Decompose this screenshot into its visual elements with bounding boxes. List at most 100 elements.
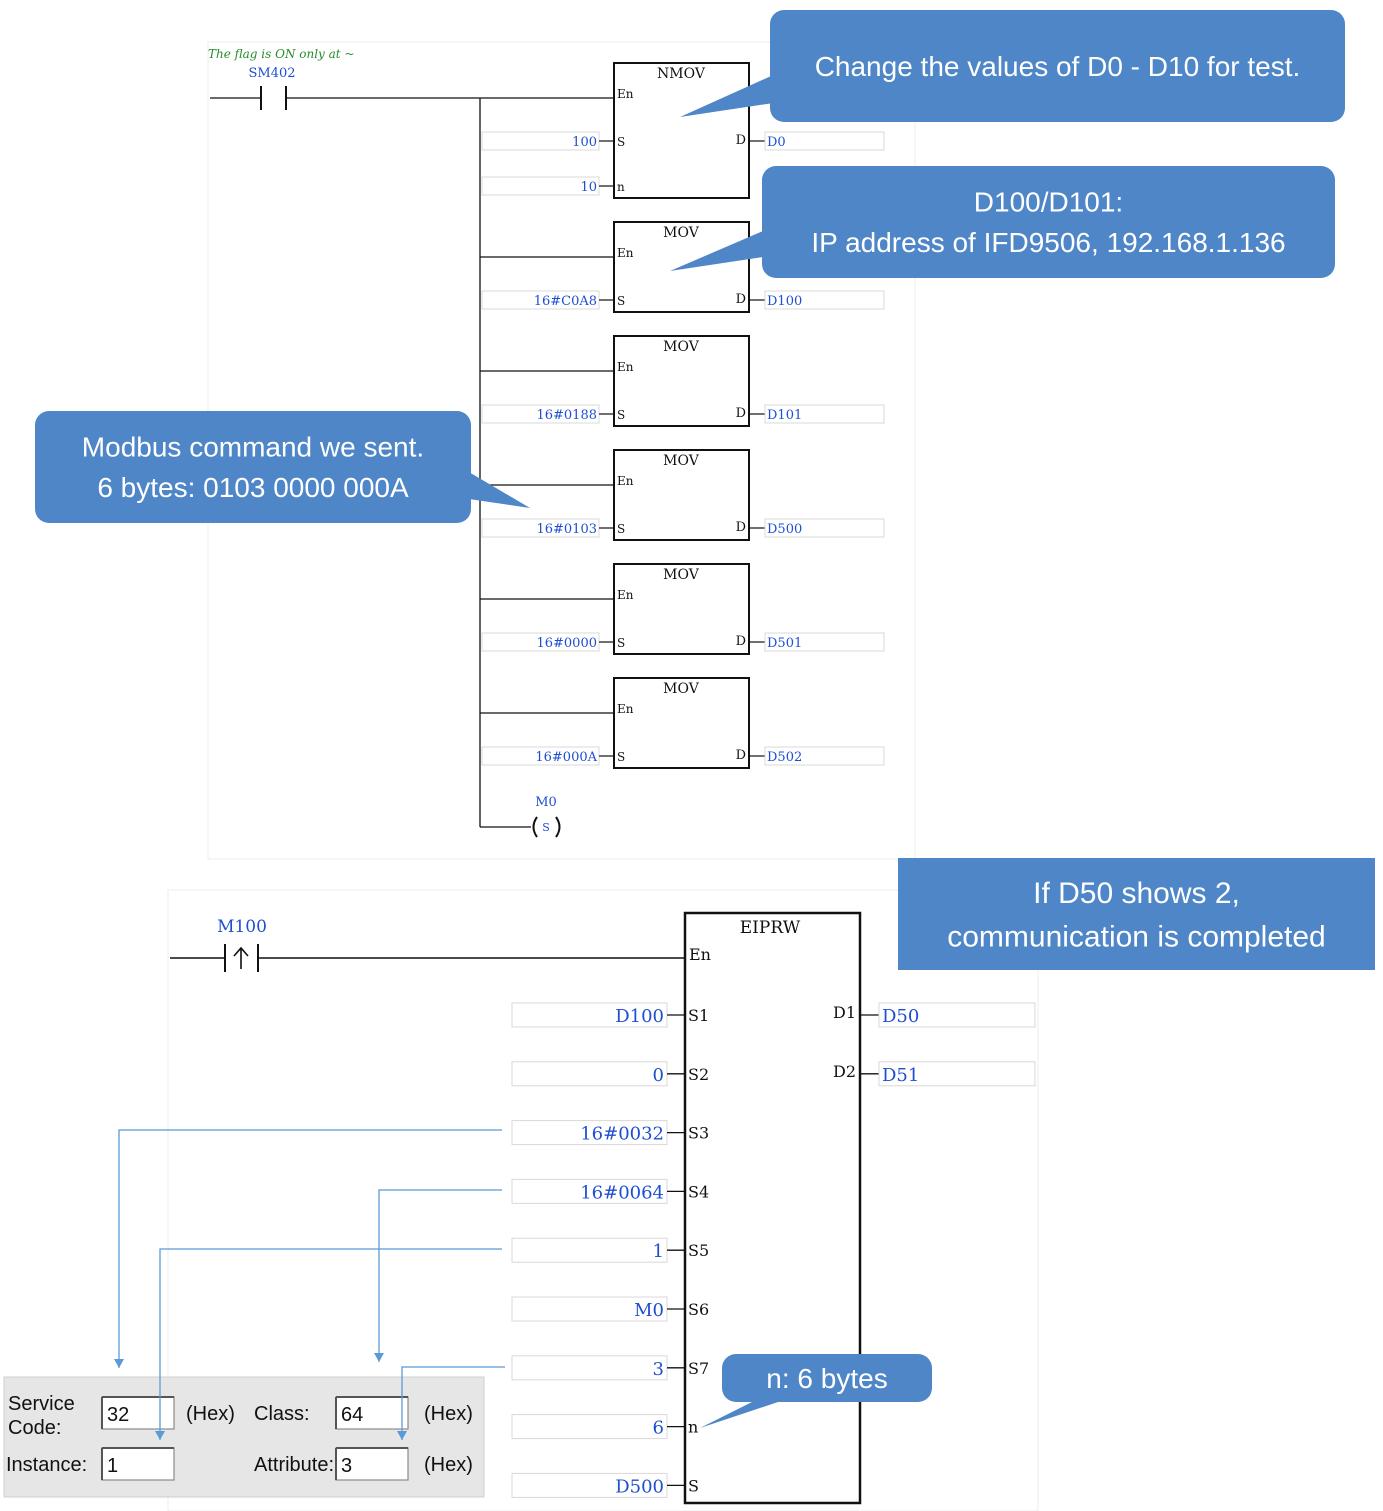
input-operand-value: 0 (653, 1065, 664, 1086)
hex-unit-label: (Hex) (186, 1403, 235, 1425)
eiprw-input-s3 (511, 1120, 685, 1146)
callout-modbus-command-box (35, 411, 471, 523)
enable-pin-label: En (617, 474, 634, 488)
source-pin-label: S (617, 636, 625, 650)
source-pin-label: S (617, 135, 625, 149)
service-code-field-box (101, 1396, 175, 1430)
output-operand-value: D50 (882, 1006, 919, 1027)
function-block-mov (480, 449, 885, 541)
function-block-mov (480, 335, 885, 427)
coil-left-paren (532, 816, 538, 838)
service-code-field-value: 32 (107, 1404, 129, 1426)
attribute-field-box (335, 1447, 409, 1481)
eiprw-block-box (683, 911, 862, 1505)
function-block-box (613, 335, 750, 427)
service-code-label-line2: Code: (8, 1417, 61, 1439)
eiprw-block-name: EIPRW (740, 918, 801, 938)
callout-modbus-command-text: Modbus command we sent. (82, 432, 424, 463)
function-block-mov (480, 677, 885, 769)
function-block-box (613, 62, 750, 199)
function-block-name: MOV (663, 567, 700, 583)
callout-n-bytes: n: 6 bytes (700, 1354, 932, 1428)
enable-pin-label: En (617, 702, 634, 716)
arrow-s5-to-instance (159, 1248, 502, 1440)
eiprw-output-d2 (860, 1061, 1036, 1087)
callout-n-bytes-box (722, 1354, 932, 1402)
dest-operand-field (764, 404, 885, 424)
source-pin-label: S (617, 750, 625, 764)
source-pin-label: S (617, 408, 625, 422)
enable-pin-label: En (617, 246, 634, 260)
function-block-box (613, 449, 750, 541)
source-operand-value: 16#0103 (536, 522, 597, 537)
input-operand-value: D500 (615, 1476, 664, 1497)
input-pin-label: S4 (688, 1182, 709, 1201)
eiprw-input-s (511, 1472, 685, 1498)
dest-operand-value: D0 (767, 135, 786, 150)
input-operand-field (511, 1002, 668, 1028)
output-operand-value: D51 (882, 1065, 919, 1086)
service-code-label-line1: Service (8, 1393, 75, 1415)
eiprw-output-d1 (860, 1002, 1036, 1028)
hex-unit-label: (Hex) (424, 1403, 473, 1425)
callout-ip-address: D100/D101: IP address of IFD9506, 192.168… (670, 166, 1335, 278)
arrow-s4-to-class-head (374, 1353, 384, 1362)
source-operand-value: 16#C0A8 (534, 294, 597, 309)
input-operand-value: D100 (615, 1006, 664, 1027)
arrow-s5-to-instance-head (155, 1431, 165, 1440)
source-operand-value: 16#0188 (536, 408, 597, 423)
dest-operand-value: D501 (767, 636, 802, 651)
callout-ip-address-text: IP address of IFD9506, 192.168.1.136 (811, 227, 1285, 258)
input-operand-value: M0 (634, 1300, 664, 1321)
dest-operand-field (764, 746, 885, 766)
arrow-s3-to-service-code-head (114, 1359, 124, 1368)
output-pin-label: D2 (833, 1062, 856, 1081)
function-block-name: MOV (663, 453, 700, 469)
output-operand-field (878, 1061, 1036, 1087)
input-pin-label: S6 (688, 1300, 709, 1319)
callout-communication-completed-text: If D50 shows 2, (1033, 877, 1240, 910)
function-block-box (613, 677, 750, 769)
eiprw-input-s7 (511, 1355, 685, 1381)
source-pin-label: n (617, 180, 625, 194)
instance-field-value: 1 (107, 1455, 118, 1477)
input-pin-label: S (688, 1476, 699, 1495)
dest-operand-value: D502 (767, 750, 802, 765)
callout-modbus-command-text: 6 bytes: 0103 0000 000A (97, 472, 409, 503)
attribute-field[interactable]: 3 (335, 1447, 409, 1481)
dest-operand-value: D101 (767, 408, 802, 423)
input-pin-label: S1 (688, 1006, 709, 1025)
dest-operand-field (764, 290, 885, 310)
coil-right-paren (555, 816, 561, 838)
arrow-s3-to-service-code (118, 1129, 502, 1368)
m0-coil-label: M0 (535, 795, 557, 810)
attribute-field-value: 3 (341, 1455, 352, 1477)
function-block-name: MOV (663, 681, 700, 697)
dest-operand-field (764, 131, 885, 151)
callout-communication-completed-text: communication is completed (947, 920, 1326, 953)
input-pin-label: S3 (688, 1124, 709, 1143)
dest-operand-value: D100 (767, 294, 802, 309)
source-pin-label: S (617, 294, 625, 308)
hex-unit-label: (Hex) (424, 1454, 473, 1476)
dest-pin-label: D (736, 292, 746, 307)
input-operand-value: 16#0064 (580, 1182, 664, 1203)
callout-n-bytes-tail (700, 1398, 790, 1428)
input-operand-field (511, 1120, 668, 1146)
input-pin-label: S2 (688, 1065, 709, 1084)
callout-ip-address-text: D100/D101: (974, 187, 1123, 218)
eiprw-input-n (511, 1414, 685, 1440)
dest-operand-value: D500 (767, 522, 802, 537)
callout-modbus-command-tail (462, 468, 530, 508)
input-operand-field (511, 1355, 668, 1381)
instance-field[interactable]: 1 (101, 1447, 175, 1481)
eiprw-input-s2 (511, 1061, 685, 1087)
service-code-field[interactable]: 32 (101, 1396, 175, 1430)
function-block-mov (480, 563, 885, 655)
class-field[interactable]: 64 (335, 1396, 409, 1430)
callout-modbus-command: Modbus command we sent. 6 bytes: 0103 000… (35, 411, 530, 523)
dialog-panel (3, 1376, 485, 1498)
function-block-box (613, 563, 750, 655)
instance-label: Instance: (6, 1454, 87, 1476)
source-operand-value: 16#000A (535, 750, 597, 765)
